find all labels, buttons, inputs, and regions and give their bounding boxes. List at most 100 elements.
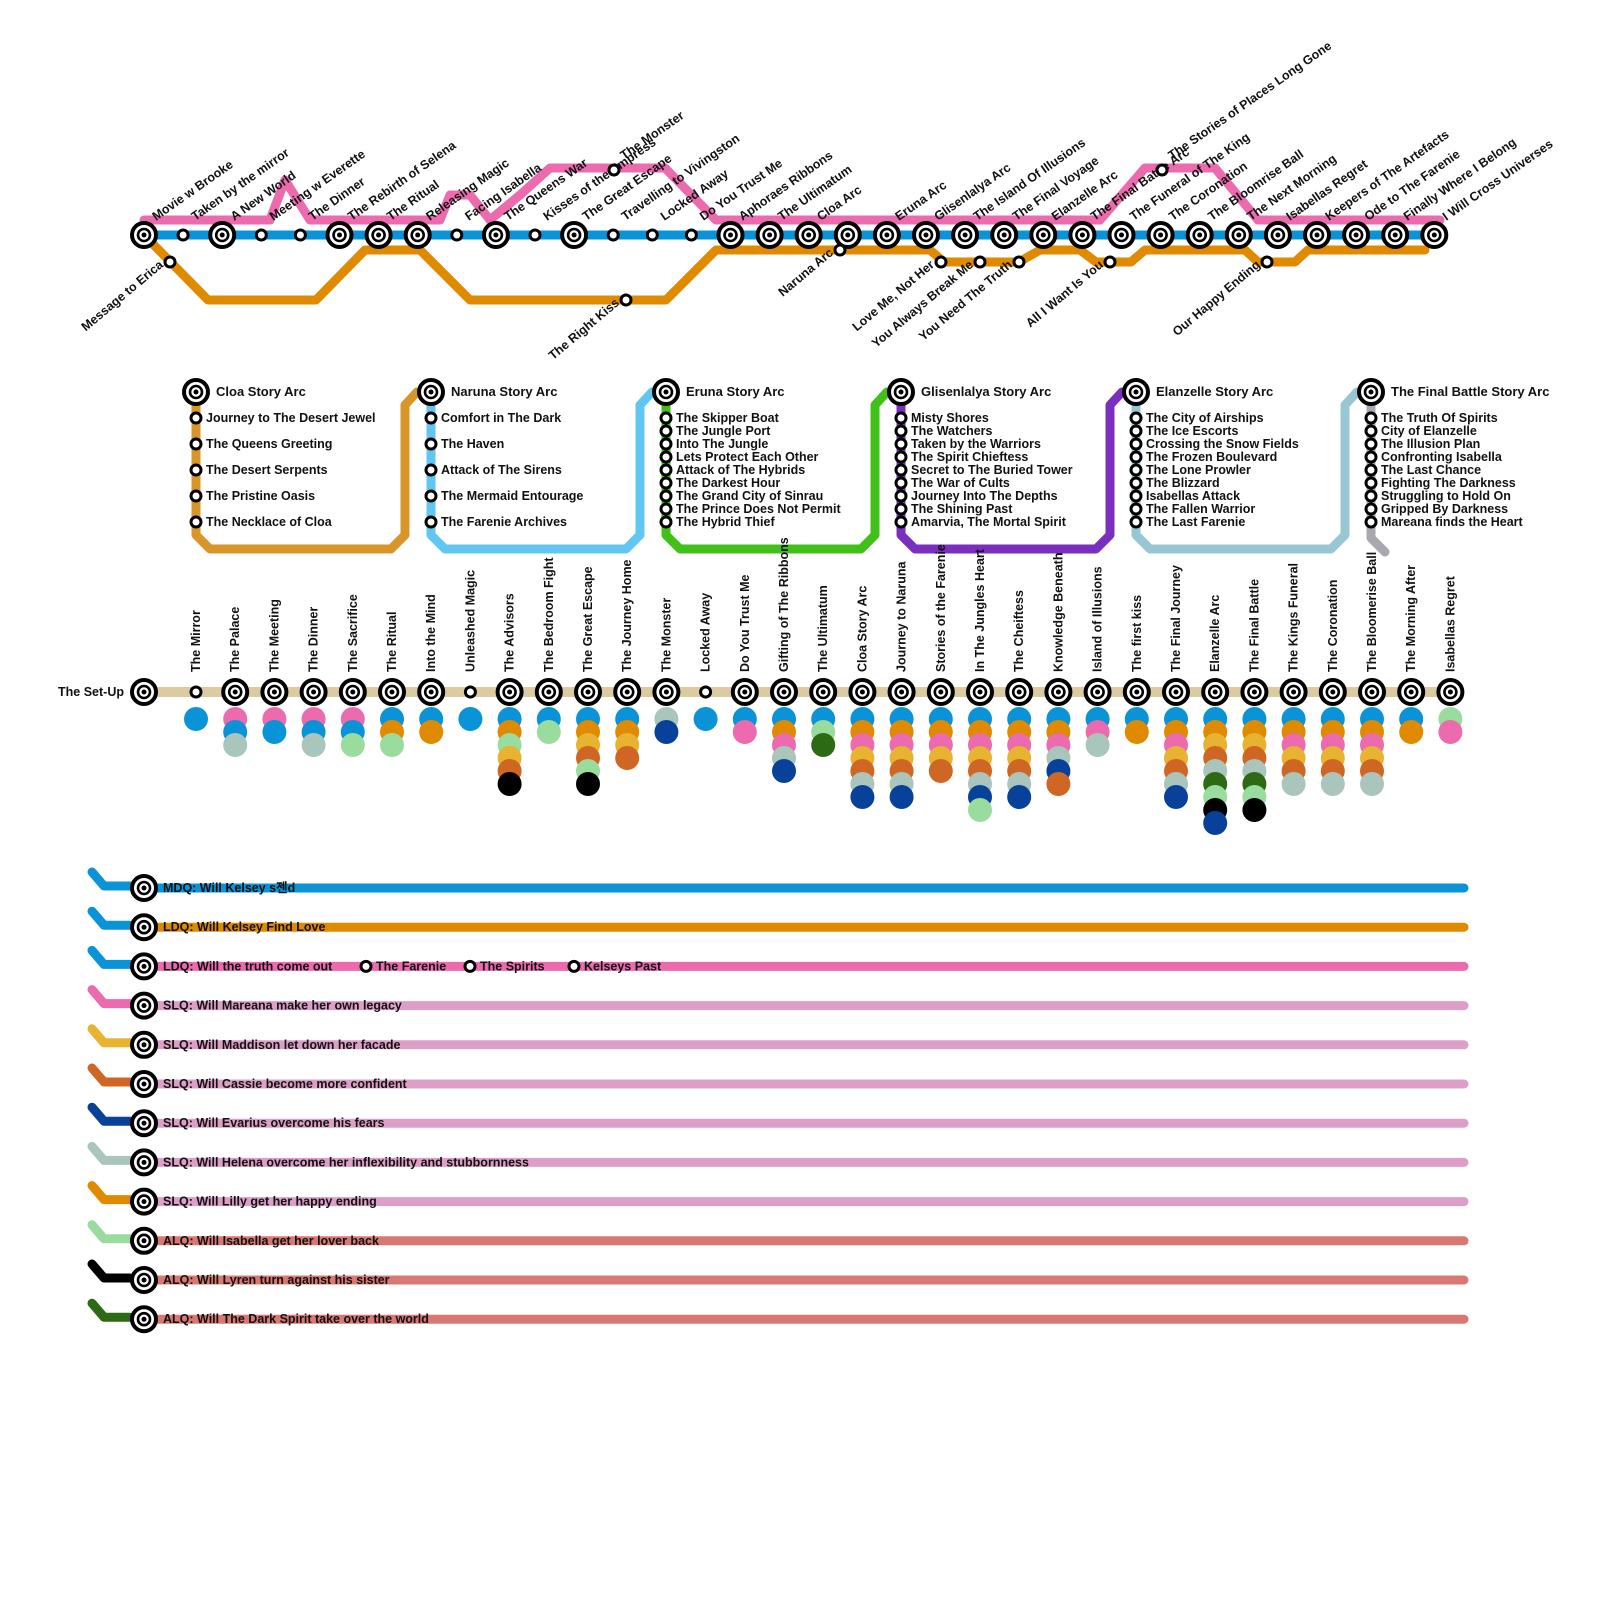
station-core: [141, 1277, 147, 1283]
arc-stop: [894, 437, 908, 451]
station-core: [428, 689, 434, 695]
main-station: [1185, 221, 1214, 249]
arc-station-label: The Fallen Warrior: [1146, 502, 1255, 516]
station-core: [1095, 689, 1101, 695]
question-label: SLQ: Will Mareana make her own legacy: [163, 999, 402, 1013]
arc-stop: [424, 411, 438, 425]
station-core: [663, 689, 669, 695]
chapter-label: The Mirror: [189, 610, 203, 672]
chapter-station: [534, 678, 563, 706]
main-station: [560, 221, 589, 249]
main-station: [364, 221, 393, 249]
station-core: [1134, 689, 1140, 695]
arc-station-label: The Mermaid Entourage: [441, 489, 583, 503]
arc-station-label: Secret to The Buried Tower: [911, 463, 1073, 477]
station-core: [1291, 689, 1297, 695]
station-core: [1016, 689, 1022, 695]
question-label: SLQ: Will Cassie become more confident: [163, 1077, 408, 1091]
branch-label: Message to Erica: [79, 257, 167, 334]
question-hook: [87, 1141, 135, 1165]
chapter-label: The Ritual: [385, 612, 399, 672]
station-core: [859, 689, 865, 695]
question-station: [130, 1266, 158, 1294]
arc-stop: [1364, 476, 1378, 490]
arc-station-label: Struggling to Hold On: [1381, 489, 1511, 503]
arc-stop: [894, 502, 908, 516]
question-label: ALQ: Will Lyren turn against his sister: [163, 1273, 390, 1287]
chapter-station: [299, 678, 328, 706]
arc-stop: [894, 411, 908, 425]
chapter-station: [966, 678, 994, 706]
station-core: [1408, 689, 1414, 695]
station-core: [428, 389, 434, 395]
chapter-station: [730, 678, 759, 706]
main-station: [716, 221, 745, 249]
arc-station-label: Comfort in The Dark: [441, 411, 561, 425]
arc-title: Cloa Story Arc: [216, 384, 306, 399]
station-core: [1392, 232, 1398, 238]
branch-stop: [1155, 163, 1169, 177]
question-label: ALQ: Will Isabella get her lover back: [163, 1234, 379, 1248]
station-core: [962, 232, 968, 238]
chapter-stop: [463, 685, 477, 699]
arc-station-label: The War of Cults: [911, 476, 1010, 490]
question-label: SLQ: Will Evarius overcome his fears: [163, 1116, 385, 1130]
chapter-station: [1318, 678, 1347, 706]
station-core: [141, 1199, 147, 1205]
chapter-station: [1240, 678, 1269, 706]
station-core: [624, 689, 630, 695]
station-core: [1119, 232, 1124, 238]
character-dot-orange: [1124, 720, 1149, 744]
character-dot-sage: [1281, 772, 1306, 796]
question-label: SLQ: Will Lilly get her happy ending: [163, 1195, 377, 1209]
chapter-label: Island of Illusions: [1091, 566, 1105, 672]
chapter-label: The Coronation: [1326, 580, 1340, 672]
main-stop: [176, 228, 190, 242]
chapter-label: The Cheiftess: [1012, 590, 1026, 672]
station-core: [141, 1120, 147, 1126]
arc-station-label: Journey Into The Depths: [911, 489, 1058, 503]
question-label: SLQ: Will Maddison let down her facade: [163, 1038, 400, 1052]
chapter-station: [848, 678, 877, 706]
question-station: [130, 1226, 158, 1255]
main-station: [1263, 221, 1292, 249]
chapter-station: [574, 678, 602, 706]
arc-station-label: Amarvia, The Mortal Spirit: [911, 515, 1067, 529]
station-core: [1079, 232, 1085, 238]
character-dot-sage: [1320, 772, 1345, 796]
station-core: [898, 389, 904, 395]
chapter-label: The Advisors: [503, 593, 517, 672]
station-core: [585, 689, 591, 695]
station-core: [1055, 689, 1061, 695]
station-core: [1133, 389, 1139, 395]
station-core: [141, 689, 147, 695]
question-hook: [87, 867, 135, 891]
main-station: [912, 221, 940, 249]
chapter-label: The Meeting: [267, 599, 281, 672]
character-dot-navy: [1164, 785, 1188, 809]
chapter-label: Knowledge Beneath: [1051, 553, 1065, 672]
character-dot-rust: [615, 746, 640, 770]
arc-stop: [189, 489, 203, 503]
chapter-label: The first kiss: [1130, 595, 1144, 672]
arc-stop: [1364, 411, 1378, 425]
question-label: MDQ: Will Kelsey s젠d: [163, 880, 295, 895]
main-station: [481, 221, 510, 249]
character-dot-sage: [223, 733, 248, 757]
chapter-label: The Kings Funeral: [1287, 563, 1301, 672]
main-station: [1107, 221, 1136, 249]
main-station: [755, 221, 784, 249]
arc-station-label: The Blizzard: [1146, 476, 1220, 490]
arc-stop: [1129, 437, 1143, 451]
chapter-station: [338, 678, 367, 706]
station-core: [742, 689, 748, 695]
branch-stop: [973, 255, 987, 269]
question-stop: [567, 959, 581, 973]
chapter-label: Unleashed Magic: [463, 570, 477, 672]
character-dot-orange: [419, 720, 444, 744]
arc-station-label: The Pristine Oasis: [206, 489, 315, 503]
arc-stop: [1364, 463, 1378, 477]
character-dot-blue: [693, 707, 718, 731]
